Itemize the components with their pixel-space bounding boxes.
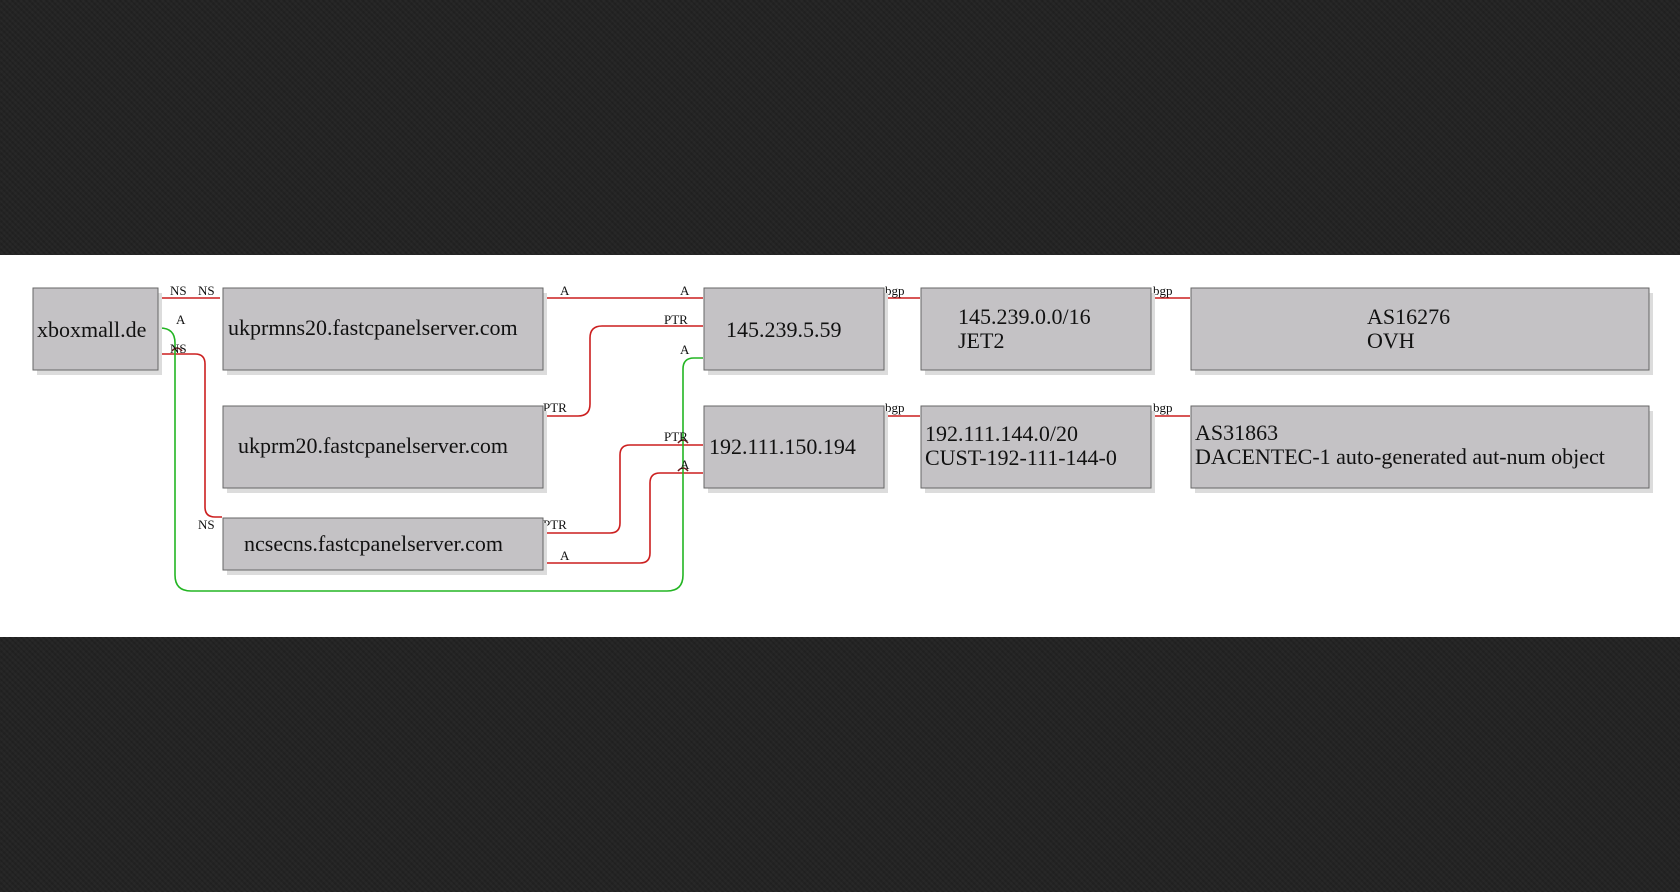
edge-cross-mark-3 <box>677 467 689 472</box>
edge-domain-ns3-ns <box>160 353 222 518</box>
edge-domain-ip1-a <box>159 327 703 592</box>
label-a-ns1: A <box>560 283 570 298</box>
node-as1-line1: AS16276 <box>1367 304 1450 329</box>
label-a-ns3: A <box>560 548 570 563</box>
label-a-ip1-in: A <box>680 283 690 298</box>
label-ptr-host2: PTR <box>543 400 567 415</box>
node-as2[interactable]: AS31863 DACENTEC-1 auto-generated aut-nu… <box>1190 405 1653 493</box>
node-host2[interactable]: ukprm20.fastcpanelserver.com <box>222 405 547 493</box>
node-domain[interactable]: xboxmall.de <box>32 287 162 375</box>
node-net1-line2: JET2 <box>958 328 1004 353</box>
edge-host2-ip1-ptr <box>543 325 703 417</box>
node-ns1[interactable]: ukprmns20.fastcpanelserver.com <box>222 287 547 375</box>
label-bgp-net1: bgp <box>1153 283 1173 298</box>
label-ptr-ip2-in: PTR <box>664 429 688 444</box>
label-ns-ns1: NS <box>198 283 215 298</box>
label-a-ip2-in: A <box>680 457 690 472</box>
node-as1[interactable]: AS16276 OVH <box>1190 287 1653 375</box>
label-bgp-net2: bgp <box>1153 400 1173 415</box>
node-domain-label: xboxmall.de <box>37 317 146 342</box>
node-ip2-label: 192.111.150.194 <box>709 434 856 459</box>
node-ns3[interactable]: ncsecns.fastcpanelserver.com <box>222 517 547 575</box>
node-as1-line2: OVH <box>1367 328 1415 353</box>
edge-ns3-ip2-ptr <box>543 444 703 534</box>
label-ptr-ns3: PTR <box>543 517 567 532</box>
node-as2-line2: DACENTEC-1 auto-generated aut-num object <box>1195 444 1605 469</box>
node-ns3-label: ncsecns.fastcpanelserver.com <box>244 531 503 556</box>
diagram-panel: NS NS A NS A A PTR A PTR PTR A NS PTR A … <box>0 255 1680 637</box>
edge-cross-mark-2 <box>677 439 689 444</box>
node-net1[interactable]: 145.239.0.0/16 JET2 <box>920 287 1155 375</box>
label-ns-domain-1: NS <box>170 283 187 298</box>
label-ns-ns3: NS <box>198 517 215 532</box>
edge-ns3-ip2-a <box>543 472 703 564</box>
node-net2-line2: CUST-192-111-144-0 <box>925 445 1117 470</box>
node-ip2[interactable]: 192.111.150.194 <box>703 405 888 493</box>
node-as2-line1: AS31863 <box>1195 420 1278 445</box>
node-net1-line1: 145.239.0.0/16 <box>958 304 1091 329</box>
node-ns1-label: ukprmns20.fastcpanelserver.com <box>228 315 518 340</box>
node-net2-line1: 192.111.144.0/20 <box>925 421 1078 446</box>
label-bgp-ip2: bgp <box>885 400 905 415</box>
node-net2[interactable]: 192.111.144.0/20 CUST-192-111-144-0 <box>920 405 1155 493</box>
node-ip1[interactable]: 145.239.5.59 <box>703 287 888 375</box>
label-bgp-ip1: bgp <box>885 283 905 298</box>
node-host2-label: ukprm20.fastcpanelserver.com <box>238 433 508 458</box>
label-ns-domain-2: NS <box>170 341 187 356</box>
edge-cross-mark-1 <box>171 347 183 352</box>
label-ptr-ip1-in: PTR <box>664 312 688 327</box>
label-a-ip1-green: A <box>680 342 690 357</box>
node-ip1-label: 145.239.5.59 <box>726 317 842 342</box>
dns-graph: NS NS A NS A A PTR A PTR PTR A NS PTR A … <box>32 283 1653 592</box>
label-a-domain: A <box>176 312 186 327</box>
